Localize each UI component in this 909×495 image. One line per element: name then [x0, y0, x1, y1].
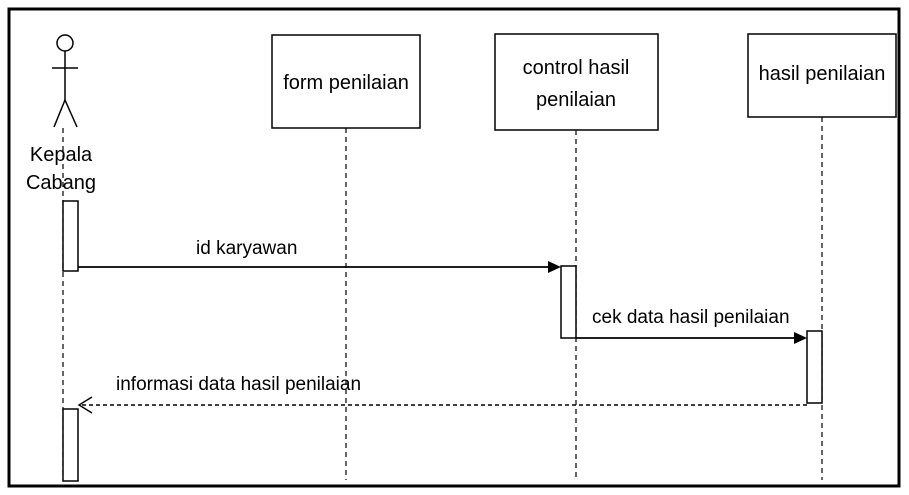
lifeline-hasil-penilaian: hasil penilaian — [747, 33, 897, 118]
actor-kepala-cabang — [52, 34, 78, 128]
activation-bar-actor-1 — [62, 200, 79, 272]
actor-label-line1: Kepala — [30, 144, 93, 166]
message-label-3: informasi data hasil penilaian — [116, 374, 361, 395]
lifeline-control-hasil-penilaian: control hasil penilaian — [494, 33, 659, 131]
message-informasi-data: informasi data hasil penilaian — [77, 374, 807, 414]
lifeline-label-control-line1: control hasil — [523, 57, 630, 79]
message-label-2: cek data hasil penilaian — [592, 307, 790, 328]
lifeline-box-hasil — [747, 33, 897, 118]
lifeline-label-control-line2: penilaian — [536, 89, 616, 111]
activation-bar-hasil — [806, 330, 823, 404]
activation-bar-control — [560, 265, 577, 339]
message-cek-data: cek data hasil penilaian — [576, 307, 807, 344]
actor-right-leg — [64, 99, 78, 128]
lifeline-label-hasil: hasil penilaian — [759, 63, 886, 85]
lifeline-label-form: form penilaian — [283, 72, 409, 94]
lifeline-form-penilaian: form penilaian — [271, 34, 421, 129]
message-id-karyawan: id karyawan — [78, 238, 561, 273]
actor-left-leg — [53, 99, 66, 128]
actor-label-line2: Cabang — [26, 172, 96, 194]
activation-bar-actor-2 — [62, 408, 79, 482]
message-arrowhead-2 — [794, 332, 807, 344]
message-arrowhead-1 — [548, 261, 561, 273]
message-arrowhead-3 — [77, 396, 93, 414]
lifeline-box-control — [494, 33, 659, 131]
message-label-1: id karyawan — [196, 238, 297, 259]
